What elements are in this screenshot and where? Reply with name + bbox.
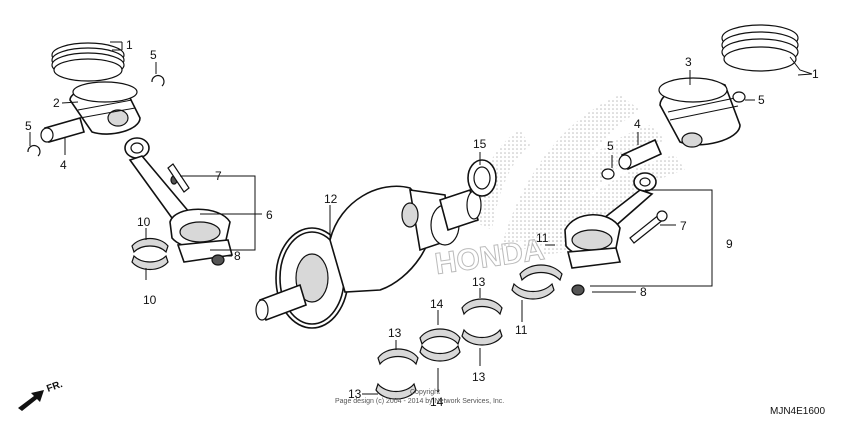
left-pin-clip-b[interactable] — [151, 74, 165, 87]
left-connecting-rod[interactable] — [124, 137, 234, 263]
left-piston[interactable] — [69, 81, 141, 135]
callout-10-top: 10 — [137, 215, 151, 229]
left-rod-nut[interactable] — [211, 254, 225, 266]
callout-7-right: 7 — [680, 219, 687, 233]
callout-14-top: 14 — [430, 297, 444, 311]
callout-5-left-a: 5 — [25, 119, 32, 133]
callout-7-left: 7 — [215, 169, 222, 183]
callout-10-bottom: 10 — [143, 293, 157, 307]
main-bearing-lower-13-left[interactable] — [375, 382, 417, 400]
main-bearing-upper-13-left[interactable] — [377, 348, 419, 366]
front-direction-arrow: FR. — [18, 379, 64, 411]
right-rod-bearing-lower[interactable] — [511, 282, 555, 300]
callout-8-right: 8 — [640, 285, 647, 299]
callout-12: 12 — [324, 192, 338, 206]
right-piston-ring-set[interactable] — [721, 24, 799, 72]
crankshaft[interactable] — [255, 185, 482, 329]
callout-15: 15 — [473, 137, 487, 151]
main-bearing-lower-14[interactable] — [419, 344, 461, 362]
main-bearing-upper-14[interactable] — [419, 328, 461, 346]
copyright-line-1: Copyright — [410, 389, 440, 396]
diagram-code: MJN4E1600 — [770, 406, 825, 417]
callout-2: 2 — [53, 96, 60, 110]
right-pin-clip-b[interactable] — [732, 91, 746, 103]
callout-1-right: 1 — [812, 67, 819, 81]
left-rod-bearing-lower[interactable] — [131, 254, 169, 271]
callout-5-right-a: 5 — [758, 93, 765, 107]
right-pin-clip-a[interactable] — [601, 168, 615, 180]
callout-1-left: 1 — [126, 38, 133, 52]
left-piston-ring-set[interactable] — [51, 42, 125, 82]
callout-3: 3 — [685, 55, 692, 69]
callout-13-right-bottom: 13 — [472, 370, 486, 384]
callout-8-left: 8 — [234, 249, 241, 263]
right-piston[interactable] — [658, 77, 741, 148]
callout-11-bottom: 11 — [515, 323, 528, 337]
left-pin-clip-a[interactable] — [27, 144, 41, 157]
right-rod-bolt[interactable] — [629, 210, 668, 244]
callout-5-left-b: 5 — [150, 48, 157, 62]
callout-13-left-top: 13 — [388, 326, 402, 340]
callout-4-right: 4 — [634, 117, 641, 131]
callout-14-bottom: 14 — [430, 395, 444, 409]
left-rod-bearing-upper[interactable] — [131, 237, 169, 254]
copyright-line-2: Page design (c) 2004 - 2014 by Network S… — [335, 398, 504, 405]
callout-9: 9 — [726, 237, 733, 251]
callout-13-right-top: 13 — [472, 275, 486, 289]
right-connecting-rod[interactable] — [564, 172, 657, 269]
left-piston-pin[interactable] — [40, 117, 85, 143]
front-direction-label: FR. — [45, 379, 64, 395]
callout-6: 6 — [266, 208, 273, 222]
callout-13-left-bottom: 13 — [348, 387, 362, 401]
right-piston-pin[interactable] — [618, 138, 663, 171]
callout-11-top: 11 — [536, 231, 549, 245]
crankshaft-sprocket-gear[interactable] — [467, 159, 497, 197]
callout-4-left: 4 — [60, 158, 67, 172]
leader-lines — [29, 41, 813, 395]
right-rod-bearing-upper[interactable] — [519, 264, 563, 282]
right-rod-nut[interactable] — [571, 284, 585, 296]
callout-5-right-b: 5 — [607, 139, 614, 153]
main-bearing-upper-13-right[interactable] — [461, 298, 503, 316]
main-bearing-lower-13-right[interactable] — [461, 328, 503, 346]
